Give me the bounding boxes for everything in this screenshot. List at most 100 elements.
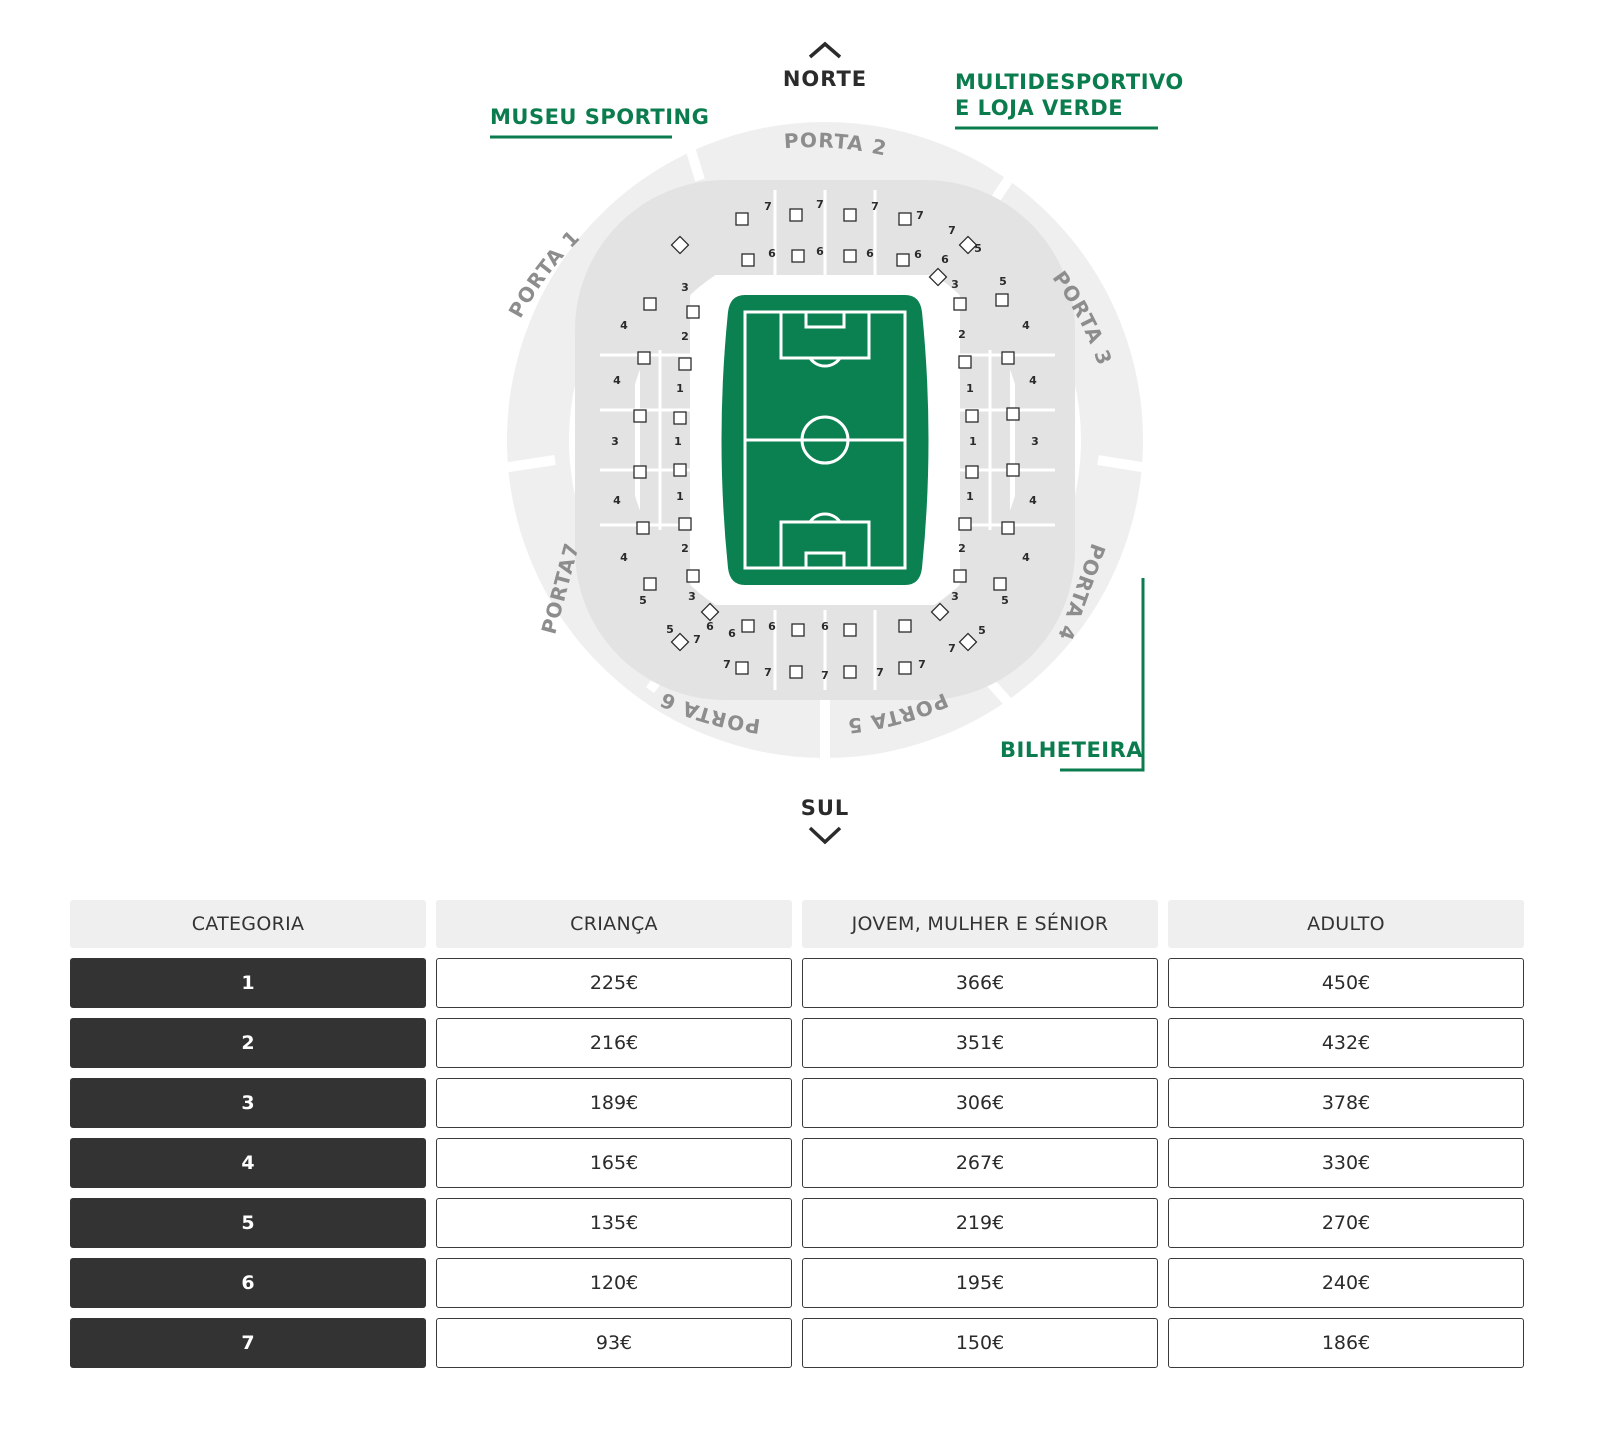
ticket-office-label: BILHETEIRA bbox=[1000, 738, 1143, 762]
seat-category-label: 1 bbox=[969, 435, 977, 448]
access-marker-icon bbox=[633, 409, 647, 423]
access-marker-icon bbox=[958, 517, 972, 531]
access-marker-icon bbox=[953, 297, 967, 311]
seat-category-label: 3 bbox=[951, 590, 959, 603]
adult-price-cell: 450€ bbox=[1168, 958, 1524, 1008]
adult-price-cell: 432€ bbox=[1168, 1018, 1524, 1068]
access-marker-icon bbox=[1001, 521, 1015, 535]
access-marker-icon bbox=[643, 297, 657, 311]
adult-price-cell: 240€ bbox=[1168, 1258, 1524, 1308]
category-cell: 5 bbox=[70, 1198, 426, 1248]
access-marker-icon bbox=[643, 577, 657, 591]
seat-category-label: 4 bbox=[1029, 374, 1037, 387]
chevron-down-icon bbox=[808, 826, 842, 845]
child-price-cell: 189€ bbox=[436, 1078, 792, 1128]
football-pitch bbox=[721, 295, 929, 585]
seat-category-label: 7 bbox=[764, 200, 772, 213]
seat-category-label: 7 bbox=[764, 666, 772, 679]
child-price-cell: 93€ bbox=[436, 1318, 792, 1368]
access-marker-icon bbox=[896, 253, 910, 267]
seat-category-label: 7 bbox=[821, 669, 829, 682]
seat-category-label: 6 bbox=[821, 620, 829, 633]
ticket-office-line bbox=[1060, 578, 1145, 772]
seat-category-label: 6 bbox=[706, 620, 714, 633]
access-marker-icon bbox=[735, 661, 749, 675]
access-marker-icon bbox=[673, 463, 687, 477]
south-label: SUL bbox=[801, 796, 850, 820]
child-price-cell: 225€ bbox=[436, 958, 792, 1008]
seat-category-label: 5 bbox=[639, 594, 647, 607]
access-marker-icon bbox=[958, 632, 978, 652]
child-price-cell: 120€ bbox=[436, 1258, 792, 1308]
category-cell: 4 bbox=[70, 1138, 426, 1188]
adult-price-cell: 186€ bbox=[1168, 1318, 1524, 1368]
seat-category-label: 6 bbox=[768, 620, 776, 633]
youth-price-cell: 306€ bbox=[802, 1078, 1158, 1128]
seat-category-label: 7 bbox=[948, 642, 956, 655]
access-marker-icon bbox=[993, 577, 1007, 591]
header-adult: ADULTO bbox=[1168, 900, 1524, 948]
seat-category-label: 6 bbox=[728, 627, 736, 640]
seat-category-label: 6 bbox=[914, 248, 922, 261]
multisport-label-line1: MULTIDESPORTIVO bbox=[955, 70, 1184, 94]
adult-price-cell: 270€ bbox=[1168, 1198, 1524, 1248]
category-cell: 7 bbox=[70, 1318, 426, 1368]
access-marker-icon bbox=[965, 465, 979, 479]
access-marker-icon bbox=[898, 619, 912, 633]
access-marker-icon bbox=[633, 465, 647, 479]
seat-category-label: 1 bbox=[966, 490, 974, 503]
museum-label: MUSEU SPORTING bbox=[490, 105, 709, 129]
access-marker-icon bbox=[686, 569, 700, 583]
youth-price-cell: 219€ bbox=[802, 1198, 1158, 1248]
adult-price-cell: 330€ bbox=[1168, 1138, 1524, 1188]
category-cell: 2 bbox=[70, 1018, 426, 1068]
seat-category-label: 3 bbox=[951, 278, 959, 291]
seat-category-label: 6 bbox=[866, 247, 874, 260]
seat-category-label: 1 bbox=[966, 382, 974, 395]
seat-category-label: 7 bbox=[876, 666, 884, 679]
seat-category-label: 7 bbox=[723, 658, 731, 671]
seat-category-label: 3 bbox=[688, 590, 696, 603]
access-markers bbox=[633, 208, 1020, 679]
seat-category-label: 4 bbox=[620, 319, 628, 332]
seat-category-label: 5 bbox=[999, 275, 1007, 288]
seat-category-label: 5 bbox=[974, 242, 982, 255]
access-marker-icon bbox=[789, 665, 803, 679]
youth-price-cell: 195€ bbox=[802, 1258, 1158, 1308]
seat-category-label: 3 bbox=[681, 281, 689, 294]
access-marker-icon bbox=[791, 249, 805, 263]
access-marker-icon bbox=[789, 208, 803, 222]
child-price-cell: 216€ bbox=[436, 1018, 792, 1068]
access-marker-icon bbox=[843, 623, 857, 637]
access-marker-icon bbox=[1001, 351, 1015, 365]
access-marker-icon bbox=[843, 249, 857, 263]
access-marker-icon bbox=[735, 212, 749, 226]
category-cell: 1 bbox=[70, 958, 426, 1008]
seat-category-label: 4 bbox=[620, 551, 628, 564]
access-marker-icon bbox=[636, 521, 650, 535]
seat-category-label: 5 bbox=[978, 624, 986, 637]
access-marker-icon bbox=[995, 293, 1009, 307]
seat-category-label: 5 bbox=[1001, 594, 1009, 607]
seat-category-label: 6 bbox=[941, 253, 949, 266]
access-marker-icon bbox=[965, 409, 979, 423]
access-marker-icon bbox=[741, 619, 755, 633]
access-marker-icon bbox=[670, 235, 690, 255]
access-marker-icon bbox=[898, 212, 912, 226]
seat-category-label: 6 bbox=[816, 245, 824, 258]
seat-category-label: 2 bbox=[958, 542, 966, 555]
youth-price-cell: 366€ bbox=[802, 958, 1158, 1008]
category-cell: 6 bbox=[70, 1258, 426, 1308]
adult-price-cell: 378€ bbox=[1168, 1078, 1524, 1128]
child-price-cell: 165€ bbox=[436, 1138, 792, 1188]
access-marker-icon bbox=[958, 355, 972, 369]
seat-category-label: 7 bbox=[918, 658, 926, 671]
access-marker-icon bbox=[741, 253, 755, 267]
seat-category-label: 4 bbox=[1029, 494, 1037, 507]
